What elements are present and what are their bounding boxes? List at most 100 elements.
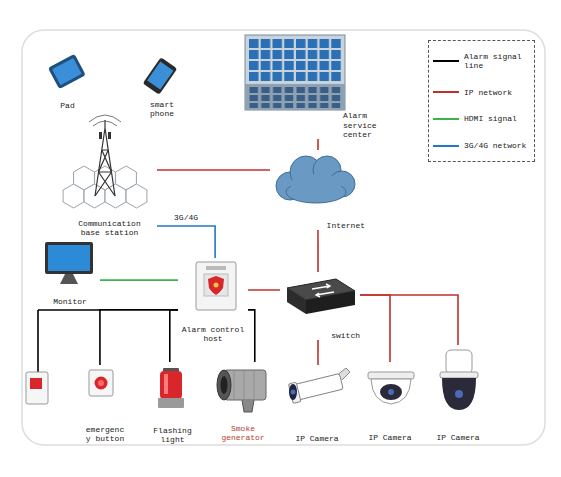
device-node: Flashing light xyxy=(150,362,195,444)
legend: Alarm signal line IP networkHDMI signal 3G… xyxy=(428,40,535,162)
legend-swatch xyxy=(432,116,460,122)
connector xyxy=(360,295,390,362)
base-station-icon-part-part xyxy=(95,150,115,196)
bullet-camera-icon xyxy=(288,368,350,403)
smoke-generator-icon-part xyxy=(221,376,228,394)
switch-icon-part-part xyxy=(312,284,330,289)
base-station-icon-part xyxy=(99,132,102,139)
node-label: IP Camera xyxy=(436,433,479,442)
cloud-node: Internet xyxy=(270,150,365,230)
dome-camera-icon xyxy=(368,372,414,404)
flashing-light-icon-part xyxy=(158,398,184,408)
bullet-camera-icon-part-part xyxy=(293,373,343,400)
flashing-light-icon-part xyxy=(164,374,168,394)
node-label: Pad xyxy=(60,101,74,110)
switch-icon xyxy=(287,279,355,314)
node-label: Alarm control host xyxy=(180,325,246,343)
connector xyxy=(100,279,178,281)
node-label: Communication base station xyxy=(70,219,150,237)
building-icon xyxy=(245,35,345,110)
connector xyxy=(248,289,280,291)
switch-icon-part xyxy=(287,288,306,314)
legend-line xyxy=(433,118,459,120)
speed-dome-icon xyxy=(440,350,478,410)
legend-item: HDMI signal xyxy=(432,114,531,123)
node-label: emergenc y button xyxy=(84,425,126,443)
node-label: Alarm service center xyxy=(343,111,383,139)
connector xyxy=(317,230,319,272)
monitor-icon-part xyxy=(45,242,93,274)
legend-line xyxy=(433,60,459,62)
pad-icon xyxy=(48,54,86,89)
smoke-generator-icon-part-part xyxy=(234,371,254,399)
node-label: Flashing light xyxy=(153,426,193,444)
bullet-camera-icon-part xyxy=(291,390,296,395)
bullet-camera-icon-part xyxy=(289,384,297,400)
legend-item: 3G/4G network xyxy=(432,141,531,150)
flashing-light-icon xyxy=(158,368,184,408)
connector xyxy=(317,139,319,150)
sensor-icon-part xyxy=(26,372,48,404)
node-label: switch xyxy=(331,331,360,340)
camera-node: IP Camera xyxy=(428,345,488,442)
base-station-icon-part xyxy=(63,184,84,208)
base-station-icon-part xyxy=(95,120,115,196)
dome-camera-icon-part xyxy=(388,389,394,395)
speed-dome-icon-part xyxy=(455,390,463,398)
legend-item: IP network xyxy=(432,88,531,97)
dome-camera-icon-part xyxy=(368,372,414,379)
control-host-icon-part xyxy=(206,266,226,270)
connector xyxy=(157,169,270,171)
bullet-camera-icon-part-part xyxy=(288,382,301,403)
connector xyxy=(157,226,215,258)
building-icon-part xyxy=(245,84,345,110)
dome-camera-icon-part xyxy=(380,384,402,400)
monitor-icon-part xyxy=(48,245,90,271)
device-node: smart phone xyxy=(138,58,186,118)
smoke-generator-icon-part xyxy=(234,371,254,399)
base-station-icon-part-part xyxy=(95,128,115,196)
node-label: Internet xyxy=(327,221,365,230)
control-host-icon-part xyxy=(208,276,224,295)
control-host-icon xyxy=(196,262,236,310)
monitor-icon-part xyxy=(60,274,78,284)
smoke-generator-icon xyxy=(217,370,266,412)
control-host-icon-part xyxy=(204,274,228,296)
node-label: IP Camera xyxy=(295,434,338,443)
sensor-icon-part xyxy=(37,310,39,372)
building-icon-part xyxy=(248,86,342,108)
legend-text: 3G/4G network xyxy=(460,141,530,150)
dome-camera-icon-part xyxy=(371,379,411,404)
sensor-icon-part xyxy=(38,309,100,311)
connector xyxy=(317,340,319,365)
base-station-icon-part xyxy=(84,184,105,208)
base-station-icon-part xyxy=(126,184,147,208)
speed-dome-icon-part xyxy=(446,350,472,374)
building-icon-part xyxy=(248,38,342,82)
switch-icon-part xyxy=(312,284,334,297)
phone-icon-part xyxy=(143,57,178,95)
legend-swatch xyxy=(432,58,460,64)
control-host-node: Alarm control host xyxy=(178,258,248,343)
base-station-icon xyxy=(63,115,147,208)
flashing-light-icon-part xyxy=(160,371,182,399)
device-node: Smoke generator xyxy=(212,362,274,442)
legend-item: Alarm signal line xyxy=(432,52,531,70)
base-station-icon-part xyxy=(89,115,121,126)
connector xyxy=(100,310,178,365)
monitor-icon xyxy=(45,242,93,284)
cloud-icon xyxy=(276,156,355,203)
panel xyxy=(22,30,545,445)
node-label: Monitor xyxy=(53,297,87,306)
control-host-icon-part xyxy=(214,283,219,288)
emergency-button-icon-part xyxy=(95,377,108,390)
node-label: Smoke generator xyxy=(221,424,265,442)
node-label: smart phone xyxy=(145,100,179,118)
emergency-button-icon-part xyxy=(89,370,113,396)
phone-icon-part-part xyxy=(143,57,178,95)
device-node: Monitor xyxy=(40,236,100,306)
edge-label: 3G/4G xyxy=(172,213,200,222)
switch-node: switch xyxy=(280,272,360,340)
emergency-button-icon-part xyxy=(98,380,104,386)
